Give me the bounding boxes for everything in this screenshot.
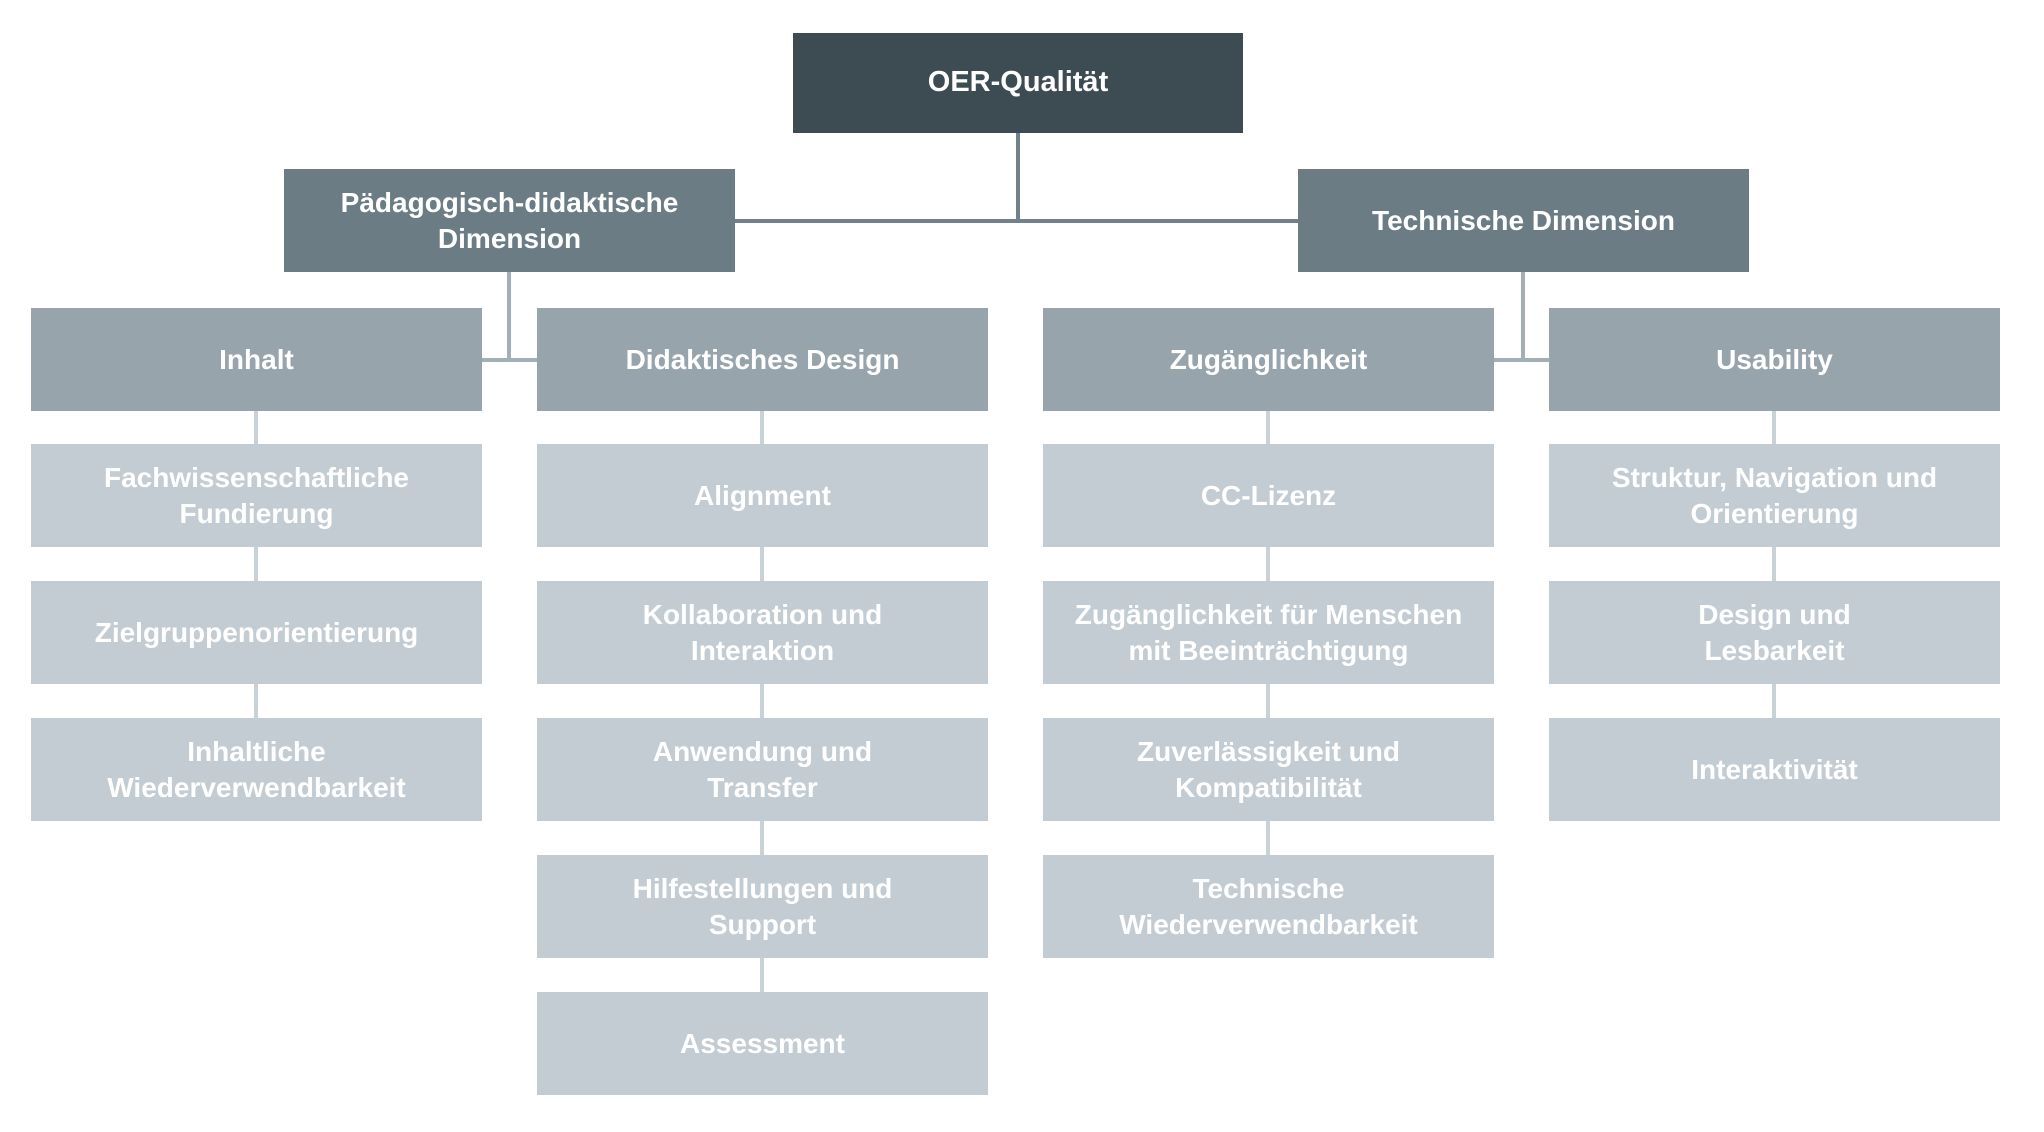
node-kollaboration-und-interaktion: Kollaboration und Interaktion xyxy=(537,581,988,684)
connector-zugaenglichkeit-3 xyxy=(1266,684,1270,718)
node-interaktivitaet: Interaktivität xyxy=(1549,718,2000,821)
connector-paedagogisch-horizontal xyxy=(482,358,537,362)
node-oer-qualitaet: OER-Qualität xyxy=(793,33,1243,133)
node-didaktisches-design: Didaktisches Design xyxy=(537,308,988,411)
connector-didaktik-5 xyxy=(760,958,764,992)
connector-technisch-horizontal xyxy=(1494,358,1549,362)
node-zielgruppenorientierung: Zielgruppenorientierung xyxy=(31,581,482,684)
node-paedagogisch-didaktische-dimension: Pädagogisch-didaktische Dimension xyxy=(284,169,735,272)
connector-paedagogisch-vertical xyxy=(507,272,511,360)
node-fachwissenschaftliche-fundierung: Fachwissenschaftliche Fundierung xyxy=(31,444,482,547)
node-usability: Usability xyxy=(1549,308,2000,411)
connector-zugaenglichkeit-2 xyxy=(1266,547,1270,581)
node-technische-dimension: Technische Dimension xyxy=(1298,169,1749,272)
connector-inhalt-3 xyxy=(254,684,258,718)
node-alignment: Alignment xyxy=(537,444,988,547)
connector-usability-3 xyxy=(1772,684,1776,718)
node-zugaenglichkeit-fuer-menschen: Zugänglichkeit für Menschen mit Beeinträ… xyxy=(1043,581,1494,684)
connector-didaktik-3 xyxy=(760,684,764,718)
node-technische-wiederverwendbarkeit: Technische Wiederverwendbarkeit xyxy=(1043,855,1494,958)
connector-inhalt-1 xyxy=(254,411,258,444)
node-anwendung-und-transfer: Anwendung und Transfer xyxy=(537,718,988,821)
node-hilfestellungen-und-support: Hilfestellungen und Support xyxy=(537,855,988,958)
connector-didaktik-2 xyxy=(760,547,764,581)
node-inhaltliche-wiederverwendbarkeit: Inhaltliche Wiederverwendbarkeit xyxy=(31,718,482,821)
connector-technisch-vertical xyxy=(1521,272,1525,360)
connector-usability-1 xyxy=(1772,411,1776,444)
connector-didaktik-4 xyxy=(760,821,764,855)
node-design-und-lesbarkeit: Design und Lesbarkeit xyxy=(1549,581,2000,684)
node-zuverlaessigkeit-und-kompatibilitaet: Zuverlässigkeit und Kompatibilität xyxy=(1043,718,1494,821)
connector-didaktik-1 xyxy=(760,411,764,444)
connector-usability-2 xyxy=(1772,547,1776,581)
connector-root-vertical xyxy=(1016,133,1020,221)
node-struktur-navigation-orientierung: Struktur, Navigation und Orientierung xyxy=(1549,444,2000,547)
connector-zugaenglichkeit-4 xyxy=(1266,821,1270,855)
node-inhalt: Inhalt xyxy=(31,308,482,411)
node-cc-lizenz: CC-Lizenz xyxy=(1043,444,1494,547)
connector-root-horizontal xyxy=(735,219,1298,223)
connector-zugaenglichkeit-1 xyxy=(1266,411,1270,444)
node-assessment: Assessment xyxy=(537,992,988,1095)
connector-inhalt-2 xyxy=(254,547,258,581)
node-zugaenglichkeit: Zugänglichkeit xyxy=(1043,308,1494,411)
